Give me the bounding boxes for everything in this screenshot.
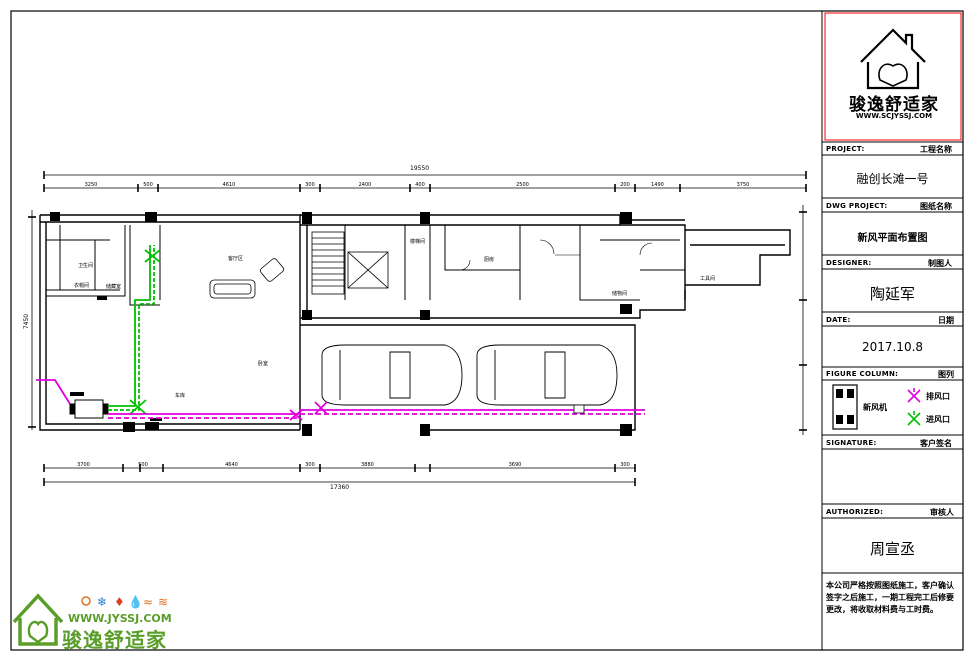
svg-text:≋: ≋ bbox=[158, 595, 168, 609]
drawing-border bbox=[10, 10, 964, 651]
signature-label-en: SIGNATURE: bbox=[826, 439, 877, 447]
top-dimension-9: 3750 bbox=[736, 182, 750, 188]
fresh-air-unit bbox=[69, 399, 109, 419]
top-dimension-0: 3250 bbox=[84, 182, 98, 188]
project-label-en: PROJECT: bbox=[826, 145, 865, 153]
designer-label-cn: 制图人 bbox=[928, 259, 952, 268]
elevator bbox=[347, 251, 389, 289]
legend-unit-label: 新风机 bbox=[863, 403, 887, 412]
top-dimension-ticks bbox=[43, 171, 807, 192]
construction-note: 本公司严格按照图纸施工，客户确认签字之后施工，一期工程完工后修要更改，将收取材料… bbox=[826, 581, 954, 614]
watermark-weather-icons: ❄ ♦ 💧 ≈ ≋ bbox=[81, 595, 168, 609]
room-label: 储物间 bbox=[612, 291, 628, 297]
svg-text:≈: ≈ bbox=[143, 595, 153, 609]
authorized-label-en: AUTHORIZED: bbox=[826, 508, 884, 516]
dwg-label-en: DWG PROJECT: bbox=[826, 202, 888, 210]
legend-supply-icon bbox=[907, 411, 921, 426]
dwg-label-cn: 图纸名称 bbox=[920, 202, 952, 211]
watermark-logo-icon bbox=[12, 593, 64, 646]
svg-text:♦: ♦ bbox=[114, 595, 125, 609]
logo-company-name: 骏逸舒适家 bbox=[849, 95, 939, 115]
date-label-en: DATE: bbox=[826, 316, 851, 324]
top-total-dimension: 19550 bbox=[410, 165, 430, 172]
svg-text:💧: 💧 bbox=[128, 595, 143, 609]
legend-fresh-air-unit-symbol bbox=[832, 384, 858, 430]
watermark-url: WWW.JYSSJ.COM bbox=[68, 612, 172, 625]
armchair bbox=[260, 258, 284, 282]
svg-text:❄: ❄ bbox=[97, 595, 107, 609]
authorized-label-cn: 审核人 bbox=[930, 508, 954, 517]
car-right bbox=[476, 344, 618, 406]
bottom-dimension-2: 4640 bbox=[225, 462, 238, 468]
top-dimension-5: 400 bbox=[415, 182, 425, 188]
designer-label-en: DESIGNER: bbox=[826, 259, 872, 267]
project-name: 融创长滩一号 bbox=[856, 172, 929, 186]
sofa bbox=[209, 279, 256, 299]
room-label: 卫生间 bbox=[78, 263, 94, 269]
interior-walls bbox=[46, 225, 685, 306]
bottom-dimension-3: 300 bbox=[305, 462, 315, 468]
bottom-dimension-1: 500 bbox=[138, 462, 148, 468]
room-label: 楼梯间 bbox=[410, 239, 426, 245]
date-label-cn: 日期 bbox=[938, 316, 954, 325]
top-dimension-2: 4610 bbox=[222, 182, 236, 188]
room-label: 厨房 bbox=[484, 257, 495, 263]
top-dimension-1: 500 bbox=[143, 182, 153, 188]
exterior-walls bbox=[39, 214, 791, 431]
car-left bbox=[321, 344, 463, 406]
bottom-dimension-ticks bbox=[43, 464, 636, 486]
company-logo-icon bbox=[860, 28, 926, 90]
bottom-dimension-5: 3690 bbox=[508, 462, 522, 468]
dwg-name: 新风平面布置图 bbox=[857, 233, 928, 244]
legend-exhaust-label: 排风口 bbox=[926, 392, 950, 401]
supply-duct bbox=[108, 245, 161, 415]
top-dimension-8: 1490 bbox=[651, 182, 664, 188]
legend-exhaust-icon bbox=[907, 388, 921, 403]
left-total-dimension: 7450 bbox=[23, 313, 31, 330]
date-value: 2017.10.8 bbox=[861, 340, 924, 354]
title-block bbox=[821, 11, 963, 650]
doors bbox=[459, 239, 653, 271]
designer-name: 陶延军 bbox=[869, 285, 915, 303]
figure-label-cn: 图列 bbox=[938, 370, 954, 379]
room-label: 衣帽间 bbox=[74, 283, 90, 289]
top-dimension-6: 2500 bbox=[516, 182, 529, 188]
bottom-total-dimension: 17360 bbox=[330, 484, 350, 491]
project-label-cn: 工程名称 bbox=[920, 145, 952, 154]
bottom-dimension-4: 3880 bbox=[361, 462, 374, 468]
signature-label-cn: 客户签名 bbox=[920, 439, 952, 448]
top-dimension-4: 2400 bbox=[358, 182, 372, 188]
room-label: 工具间 bbox=[700, 276, 716, 282]
exhaust-duct bbox=[36, 379, 645, 421]
legend-supply-label: 进风口 bbox=[926, 415, 950, 424]
top-dimension-3: 300 bbox=[305, 182, 315, 188]
room-label: 储藏室 bbox=[106, 284, 122, 290]
bottom-dimension-0: 3700 bbox=[77, 462, 90, 468]
structural-columns bbox=[50, 212, 632, 436]
room-label: 客厅区 bbox=[228, 256, 244, 262]
staircase bbox=[311, 231, 345, 295]
figure-label-en: FIGURE COLUMN: bbox=[826, 370, 899, 378]
room-label: 车库 bbox=[175, 393, 186, 399]
authorized-name: 周宣丞 bbox=[869, 540, 915, 558]
top-dimension-7: 200 bbox=[620, 182, 630, 188]
room-label: 卧室 bbox=[258, 361, 269, 367]
bottom-dimension-6: 300 bbox=[620, 462, 630, 468]
floor-plan bbox=[28, 171, 807, 486]
logo-url: WWW.SCJYSSJ.COM bbox=[855, 112, 933, 120]
damper-symbol bbox=[573, 404, 585, 414]
watermark-company: 骏逸舒适家 bbox=[62, 628, 167, 652]
